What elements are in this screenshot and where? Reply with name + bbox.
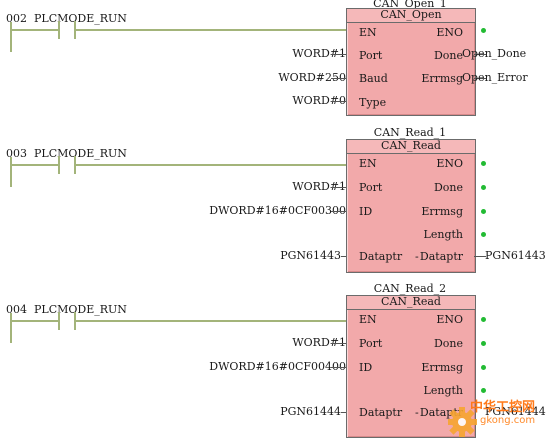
done-indicator: [481, 185, 486, 190]
pin-port: Port: [359, 337, 383, 350]
block-type: CAN_Read: [347, 296, 475, 310]
rung-wire: [12, 320, 58, 322]
pin-type: Type: [359, 96, 387, 109]
pin-en: EN: [359, 26, 377, 39]
no-contact[interactable]: [58, 312, 76, 330]
errmsg-indicator: [481, 365, 486, 370]
arg-dataptr-in[interactable]: PGN61443: [280, 249, 341, 262]
pin-done: Done: [433, 181, 463, 194]
pin-eno: ENO: [436, 157, 463, 170]
dash-separator: -: [415, 406, 419, 419]
pin-port: Port: [359, 49, 383, 62]
rung-number: 003: [6, 147, 27, 160]
pin-errmsg: Errmsg: [421, 72, 463, 85]
block-type: CAN_Open: [347, 9, 475, 23]
arg-wire: [331, 343, 346, 344]
length-indicator: [481, 232, 486, 237]
arg-wire: [474, 54, 486, 55]
pin-length: Length: [423, 384, 463, 397]
pin-errmsg: Errmsg: [421, 205, 463, 218]
pin-id: ID: [359, 205, 373, 218]
rung-wire: [76, 164, 346, 166]
arg-wire: [331, 187, 346, 188]
length-indicator: [481, 388, 486, 393]
arg-wire: [331, 78, 346, 79]
arg-wire: [331, 54, 346, 55]
arg-wire: [474, 78, 486, 79]
out-dataptr[interactable]: PGN61443: [485, 249, 546, 262]
out-errmsg[interactable]: Open_Error: [462, 71, 528, 84]
eno-indicator: [481, 28, 486, 33]
arg-dataptr-in[interactable]: PGN61444: [280, 405, 341, 418]
eno-indicator: [481, 161, 486, 166]
pin-dataptr-in: Dataptr: [359, 250, 403, 263]
pin-baud: Baud: [359, 72, 388, 85]
pin-port: Port: [359, 181, 383, 194]
pin-dataptr-in: Dataptr: [359, 406, 403, 419]
rung-number: 004: [6, 303, 27, 316]
instance-name: CAN_Open_1: [373, 0, 447, 10]
out-done[interactable]: Open_Done: [462, 47, 527, 60]
rung-wire: [12, 164, 58, 166]
arg-type[interactable]: WORD#0: [292, 94, 346, 107]
pin-en: EN: [359, 157, 377, 170]
done-indicator: [481, 341, 486, 346]
pin-length: Length: [423, 228, 463, 241]
pin-en: EN: [359, 313, 377, 326]
rung-number: 002: [6, 12, 27, 25]
arg-wire: [474, 256, 486, 257]
pin-id: ID: [359, 361, 373, 374]
arg-port[interactable]: WORD#1: [292, 47, 346, 60]
pin-eno: ENO: [436, 26, 463, 39]
pin-done: Done: [433, 49, 463, 62]
arg-wire: [341, 412, 346, 413]
arg-port[interactable]: WORD#1: [292, 180, 346, 193]
gear-logo-icon: [448, 407, 477, 437]
instance-name: CAN_Read_1: [373, 126, 447, 139]
pin-eno: ENO: [436, 313, 463, 326]
errmsg-indicator: [481, 209, 486, 214]
watermark-url: gkong.com: [480, 415, 536, 426]
rung-wire: [76, 320, 346, 322]
instance-name: CAN_Read_2: [373, 282, 447, 295]
power-rail: [10, 157, 12, 187]
rung-wire: [12, 29, 58, 31]
rung-wire: [76, 29, 346, 31]
arg-id[interactable]: DWORD#16#0CF00400: [209, 360, 346, 373]
arg-wire: [331, 367, 346, 368]
eno-indicator: [481, 317, 486, 322]
pin-done: Done: [433, 337, 463, 350]
dash-separator: -: [415, 250, 419, 263]
arg-wire: [331, 211, 346, 212]
contact-label: PLCMODE_RUN: [34, 12, 127, 25]
no-contact[interactable]: [58, 21, 76, 39]
out-dataptr[interactable]: PGN61444: [485, 405, 546, 418]
arg-port[interactable]: WORD#1: [292, 336, 346, 349]
arg-id[interactable]: DWORD#16#0CF00300: [209, 204, 346, 217]
pin-dataptr-out: Dataptr: [419, 250, 463, 263]
watermark-text: 中华工控网: [470, 400, 536, 415]
function-block-can-open[interactable]: CAN_Open EN Port Baud Type ENO Done Errm…: [346, 8, 476, 116]
block-type: CAN_Read: [347, 140, 475, 154]
function-block-can-read-1[interactable]: CAN_Read EN Port ID Dataptr - ENO Done E…: [346, 139, 476, 273]
contact-label: PLCMODE_RUN: [34, 303, 127, 316]
arg-wire: [341, 256, 346, 257]
pin-errmsg: Errmsg: [421, 361, 463, 374]
no-contact[interactable]: [58, 156, 76, 174]
power-rail: [10, 22, 12, 52]
arg-baud[interactable]: WORD#250: [278, 71, 346, 84]
power-rail: [10, 313, 12, 343]
contact-label: PLCMODE_RUN: [34, 147, 127, 160]
arg-wire: [331, 101, 346, 102]
